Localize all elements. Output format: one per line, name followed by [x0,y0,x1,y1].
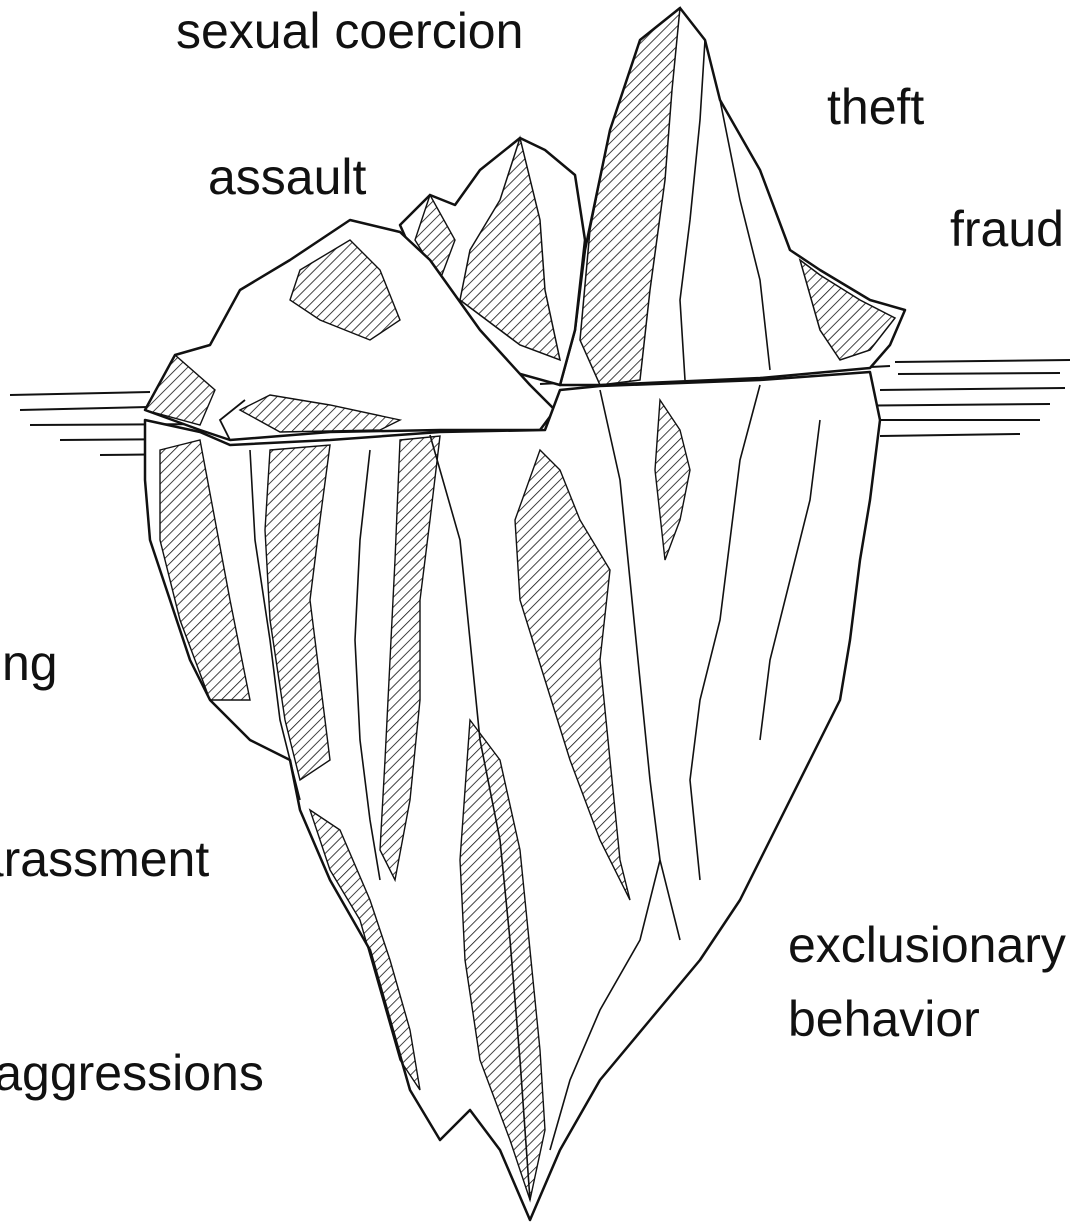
iceberg-tip-right-peak [560,8,905,385]
label-exclusionary-line2: behavior [788,994,980,1044]
label-harassment: harassment [0,834,209,884]
label-fraud: fraud [950,204,1064,254]
label-theft: theft [827,82,924,132]
label-bullying: bullying [0,638,58,688]
label-exclusionary-line1: exclusionary [788,920,1066,970]
label-microaggressions: microaggressions [0,1048,264,1098]
label-assault: assault [208,152,366,202]
label-sexual-coercion: sexual coercion [176,6,523,56]
